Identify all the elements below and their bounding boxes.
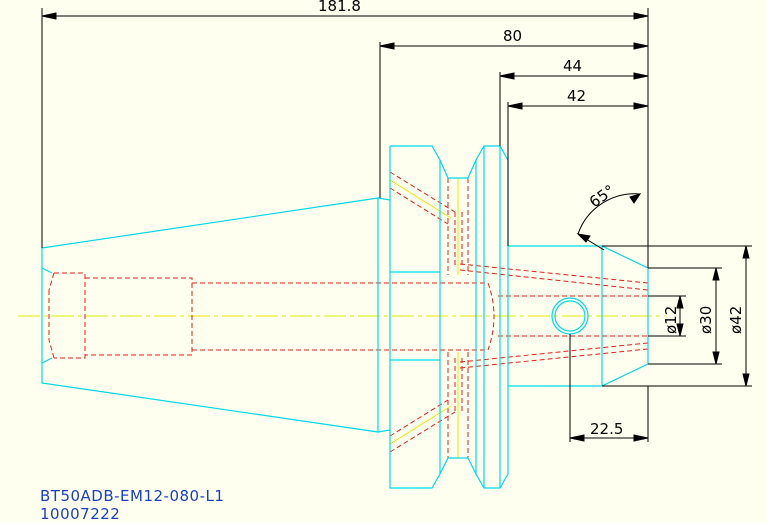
dim-taper-angle: 65°: [586, 181, 618, 211]
item-code-label: 10007222: [40, 505, 121, 523]
holder-outline: [41, 145, 649, 489]
part-number-label: BT50ADB-EM12-080-L1: [40, 487, 225, 505]
dim-body-to-nose: 42: [567, 87, 586, 105]
coolant-channels: [389, 178, 459, 458]
hidden-lines: [48, 171, 649, 458]
dim-groove-to-nose: 44: [563, 57, 582, 75]
dimension-lines: [41, 8, 752, 442]
dim-overall-length: 181.8: [318, 0, 361, 15]
dim-hole-offset: 22.5: [590, 420, 623, 438]
dim-flange-to-nose: 80: [503, 27, 522, 45]
dim-nose-outer-diameter: ø42: [727, 306, 745, 334]
dim-nose-inner-diameter: ø30: [697, 306, 715, 334]
dim-bore-diameter: ø12: [662, 306, 680, 334]
